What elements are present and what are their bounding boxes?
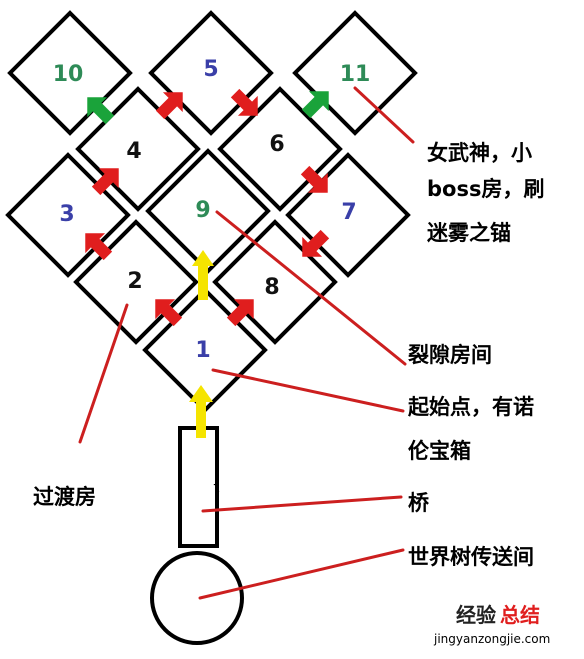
transition-room-label: 过渡房 [33, 485, 96, 509]
room-1-label: 1 [195, 338, 210, 363]
valkyrie-label-line3: 迷雾之锚 [426, 221, 511, 245]
leader-world-tree [198, 548, 405, 600]
arrow-3-to-4 [91, 168, 119, 196]
room-numbers: 10 5 11 4 6 3 9 7 2 8 1 [53, 57, 371, 363]
room-10-label: 10 [53, 62, 84, 87]
bridge-rect [178, 426, 219, 548]
bridge-label: 桥 [408, 491, 430, 515]
leader-rift-room [215, 210, 407, 366]
watermark-url: jingyanzongjie.com [433, 632, 550, 646]
start-point-label-line2: 伦宝箱 [408, 439, 471, 463]
room-11-label: 11 [340, 62, 371, 87]
watermark: 经验 总结 jingyanzongjie.com [433, 603, 550, 646]
rift-room-label: 裂隙房间 [408, 343, 492, 367]
room-6-label: 6 [269, 132, 284, 157]
red-arrows [85, 88, 330, 327]
room-5-label: 5 [203, 57, 218, 82]
arrow-1-to-8 [226, 299, 254, 327]
room-3-label: 3 [59, 202, 74, 227]
world-tree-portal-circle [150, 551, 244, 645]
start-point-label-line1: 起始点，有诺 [407, 395, 534, 419]
arrow-1-to-9 [192, 250, 214, 300]
arrow-4-to-10 [87, 97, 115, 125]
arrow-7-to-8 [302, 229, 330, 257]
world-tree-portal-label: 世界树传送间 [408, 545, 534, 569]
room-7-label: 7 [341, 200, 356, 225]
leader-valkyrie [353, 86, 415, 144]
watermark-brand-part2: 总结 [500, 603, 540, 627]
yellow-arrows [189, 250, 214, 438]
valkyrie-label-line2: boss房，刷 [427, 177, 544, 201]
green-arrows [87, 91, 329, 125]
arrow-2-to-3 [85, 233, 113, 261]
arrow-6-to-11 [301, 91, 329, 119]
arrow-6-to-7 [300, 165, 328, 193]
arrow-bridge-to-1 [189, 385, 213, 438]
leader-transition-room [78, 303, 129, 444]
valkyrie-label-line1: 女武神，小 [427, 141, 532, 165]
leader-start-point [211, 368, 405, 413]
room-9-label: 9 [195, 198, 210, 223]
arrow-5-to-6 [230, 88, 258, 116]
arrow-1-to-2 [155, 299, 183, 327]
room-8-label: 8 [264, 275, 279, 300]
annotation-labels: 女武神，小 boss房，刷 迷雾之锚 裂隙房间 起始点，有诺 伦宝箱 过渡房 桥… [33, 141, 544, 569]
leader-bridge [201, 495, 403, 513]
room-2-label: 2 [127, 269, 142, 294]
watermark-brand-part1: 经验 [456, 603, 496, 627]
bridge-mark: ɿ [213, 480, 220, 496]
leader-lines [78, 86, 415, 600]
arrow-4-to-5 [155, 92, 183, 120]
room-4-label: 4 [126, 139, 141, 164]
